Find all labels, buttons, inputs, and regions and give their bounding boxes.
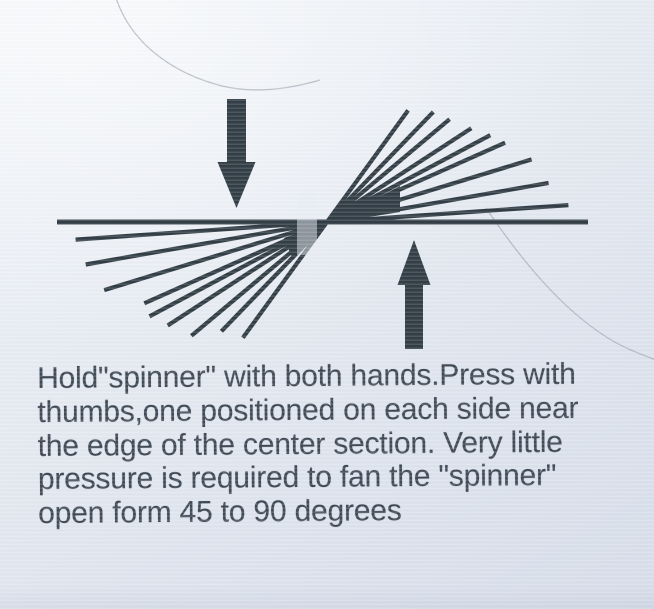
fan-overlap-wedge xyxy=(327,186,400,224)
scan-artifact-curve xyxy=(116,0,321,91)
instruction-line-3: the edge of the center section. Very lit… xyxy=(37,425,563,463)
instruction-line-5: open form 45 to 90 degrees xyxy=(38,494,402,531)
press-up-arrow-icon xyxy=(397,240,431,349)
spinner-stick xyxy=(241,109,410,339)
scan-artifact-lines xyxy=(116,0,654,360)
instruction-line-4: pressure is required to fan the "spinner… xyxy=(37,459,557,497)
scan-shine-streak xyxy=(297,193,317,255)
fan-center-overlap xyxy=(284,186,400,260)
instruction-line-1: Hold"spinner" with both hands.Press with xyxy=(37,357,576,395)
instruction-line-2: thumbs,one positioned on each side near xyxy=(37,391,579,429)
scan-artifact-curve xyxy=(485,207,654,360)
instruction-text: Hold"spinner" with both hands.Press with… xyxy=(37,358,579,531)
press-down-arrow-icon xyxy=(217,99,256,208)
